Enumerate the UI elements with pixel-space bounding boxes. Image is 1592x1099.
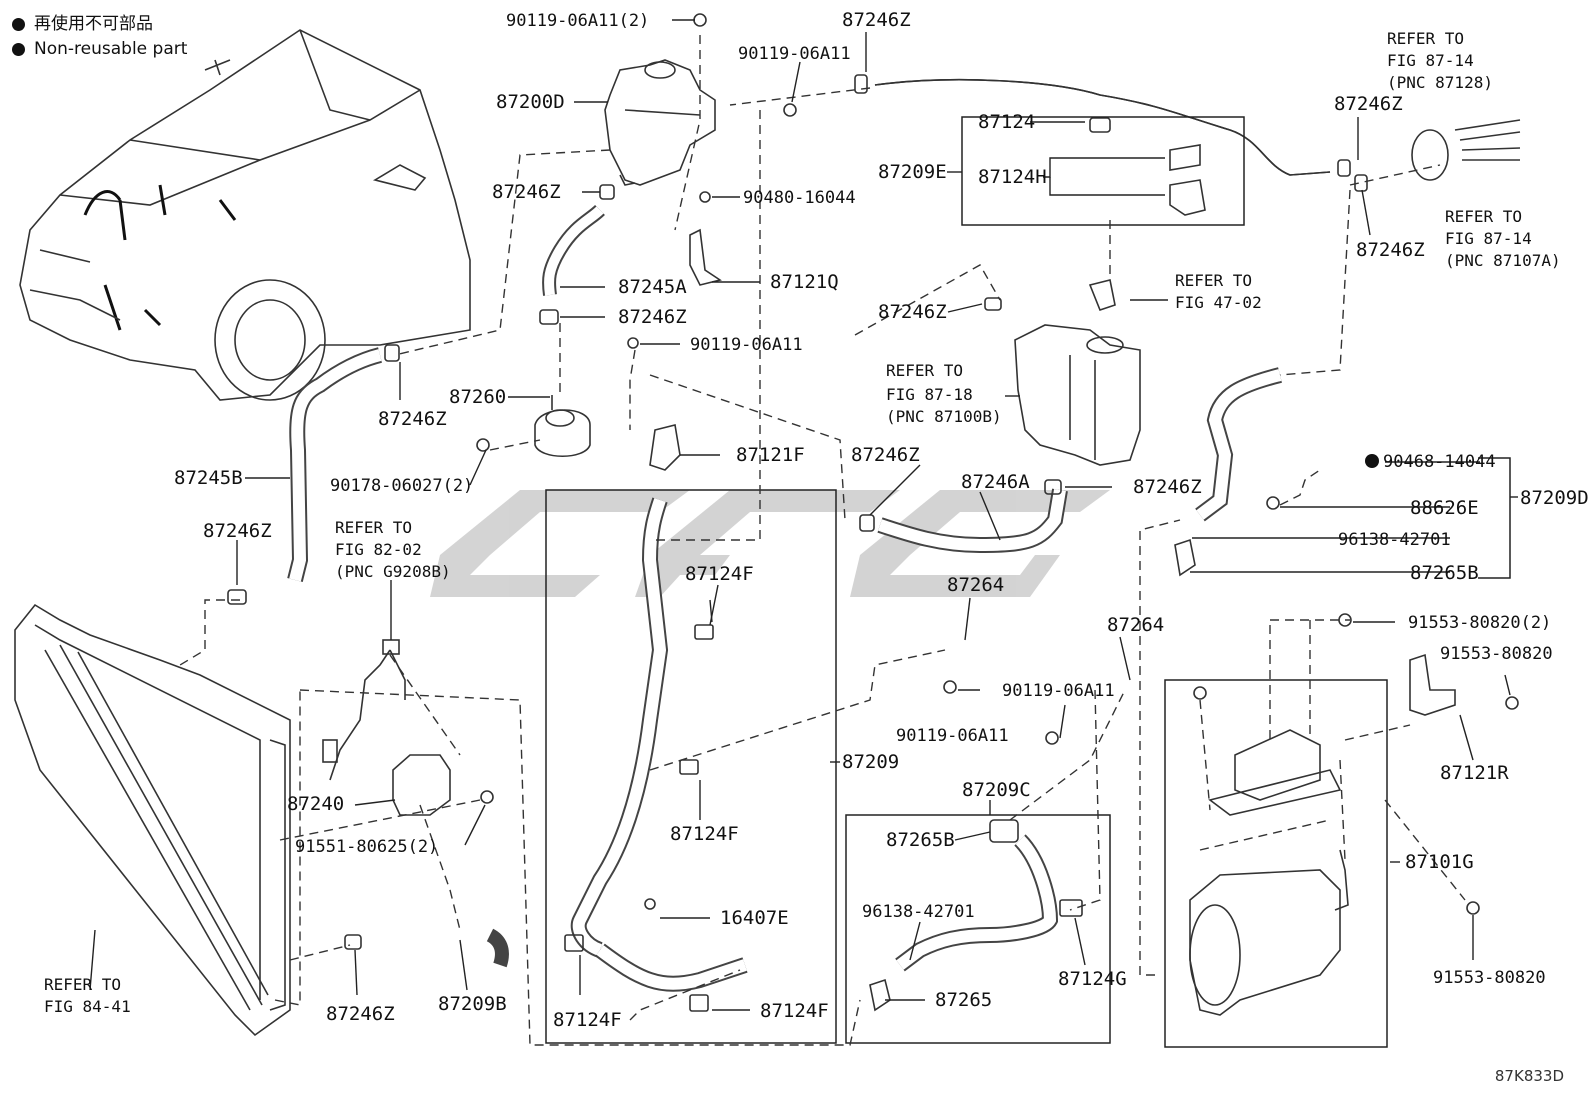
label-91551-80625-x2: 91551-80625(2) <box>295 837 438 857</box>
label-87124G: 87124G <box>1058 968 1127 990</box>
refer-note-2-line-2: FIG 87-14 <box>1445 229 1532 248</box>
label-87246Z-g: 87246Z <box>1356 239 1425 261</box>
label-87121R: 87121R <box>1440 762 1509 784</box>
components <box>227 13 1521 1016</box>
legend: 再使用不可部品 Non-reusable part <box>12 12 187 62</box>
label-87265B-b: 87265B <box>886 829 955 851</box>
label-88626E: 88626E <box>1410 497 1479 519</box>
label-87246Z-b: 87246Z <box>492 181 561 203</box>
label-87246Z-j: 87246Z <box>1133 476 1202 498</box>
label-87124F-b: 87124F <box>670 823 739 845</box>
label-87246Z-top: 87246Z <box>842 9 911 31</box>
diagram-code: 87K833D <box>1494 1067 1564 1085</box>
refer-note-1-line-3: (PNC 87128) <box>1387 73 1493 92</box>
label-90119-06A11-a: 90119-06A11 <box>738 44 851 64</box>
label-87124H: 87124H <box>978 166 1047 188</box>
refer-note-4-line-3: (PNC 87100B) <box>886 407 1002 426</box>
label-90119-06A11-c: 90119-06A11 <box>1002 681 1115 701</box>
label-87260: 87260 <box>449 386 506 408</box>
label-87209C: 87209C <box>962 779 1031 801</box>
label-87209D: 87209D <box>1520 487 1589 509</box>
label-87124F-d: 87124F <box>760 1000 829 1022</box>
refer-note-1-line-1: REFER TO <box>1387 29 1464 48</box>
refer-note-2-line-3: (PNC 87107A) <box>1445 251 1561 270</box>
part-labels: 90119-06A11(2) 87246Z 90119-06A11 87200D… <box>174 9 1589 1031</box>
non-reusable-marker-icon <box>12 43 25 56</box>
leader-lines <box>89 19 1518 1011</box>
label-87240: 87240 <box>287 793 344 815</box>
label-90119-06A11-b: 90119-06A11 <box>690 335 803 355</box>
label-87246Z-d: 87246Z <box>378 408 447 430</box>
label-87124: 87124 <box>978 111 1035 133</box>
label-87265: 87265 <box>935 989 992 1011</box>
label-87200D: 87200D <box>496 91 565 113</box>
label-87246Z-c: 87246Z <box>618 306 687 328</box>
group-boxes <box>545 116 1511 1048</box>
label-87246Z-f: 87246Z <box>1334 93 1403 115</box>
label-87101G: 87101G <box>1405 851 1474 873</box>
label-90119-06A11-x2: 90119-06A11(2) <box>506 11 649 31</box>
watermark-logo <box>430 490 1110 597</box>
label-91553-80820-a: 91553-80820 <box>1440 644 1553 664</box>
refer-notes: REFER TO FIG 87-14 (PNC 87128) REFER TO … <box>44 29 1561 1016</box>
label-87121Q: 87121Q <box>770 271 839 293</box>
legend-text-jp: 再使用不可部品 <box>34 14 153 34</box>
label-87265B-a: 87265B <box>1410 562 1479 584</box>
legend-row-en: Non-reusable part <box>12 37 187 62</box>
label-96138-42701-b: 96138-42701 <box>862 902 975 922</box>
label-16407E: 16407E <box>720 907 789 929</box>
label-90178-06027-x2: 90178-06027(2) <box>330 476 473 496</box>
refer-note-2-line-1: REFER TO <box>1445 207 1522 226</box>
label-91553-80820-b: 91553-80820 <box>1433 968 1546 988</box>
refer-note-6-line-2: FIG 84-41 <box>44 997 131 1016</box>
label-90480-16044: 90480-16044 <box>743 188 856 208</box>
legend-row-jp: 再使用不可部品 <box>12 12 187 37</box>
refer-note-5-line-1: REFER TO <box>335 518 412 537</box>
label-87245B: 87245B <box>174 467 243 489</box>
refer-note-6-line-1: REFER TO <box>44 975 121 994</box>
label-91553-80820-x2: 91553-80820(2) <box>1408 613 1551 633</box>
refer-note-5-line-3: (PNC G9208B) <box>335 562 451 581</box>
refer-note-3-line-2: FIG 47-02 <box>1175 293 1262 312</box>
radiator <box>14 603 291 1037</box>
label-87246Z-h: 87246Z <box>878 301 947 323</box>
reference-lines <box>179 35 1466 1046</box>
label-87246Z-k: 87246Z <box>326 1003 395 1025</box>
label-87246Z-i: 87246Z <box>851 444 920 466</box>
refer-note-3-line-1: REFER TO <box>1175 271 1252 290</box>
hoses <box>287 79 1331 992</box>
label-87264-a: 87264 <box>947 574 1004 596</box>
label-87245A: 87245A <box>618 276 687 298</box>
label-87209: 87209 <box>842 751 899 773</box>
label-87264-b: 87264 <box>1107 614 1164 636</box>
refer-note-4-line-2: FIG 87-18 <box>886 385 973 404</box>
label-87246Z-e: 87246Z <box>203 520 272 542</box>
reservoir-tank <box>604 59 716 186</box>
label-87121F: 87121F <box>736 444 805 466</box>
refer-note-4-line-1: REFER TO <box>886 361 963 380</box>
label-90468-14044: 90468-14044 <box>1383 452 1496 472</box>
refer-note-5-line-2: FIG 82-02 <box>335 540 422 559</box>
label-87124F-c: 87124F <box>553 1009 622 1031</box>
non-reusable-marker-icon <box>12 18 25 31</box>
label-87246A: 87246A <box>961 471 1030 493</box>
label-90119-06A11-d: 90119-06A11 <box>896 726 1009 746</box>
label-96138-42701-a: 96138-42701 <box>1338 530 1451 550</box>
label-87124F-a: 87124F <box>685 563 754 585</box>
label-87209E: 87209E <box>878 161 947 183</box>
refer-note-1-line-2: FIG 87-14 <box>1387 51 1474 70</box>
legend-text-en: Non-reusable part <box>34 39 188 59</box>
label-87209B: 87209B <box>438 993 507 1015</box>
vehicle-illustration <box>19 29 471 401</box>
